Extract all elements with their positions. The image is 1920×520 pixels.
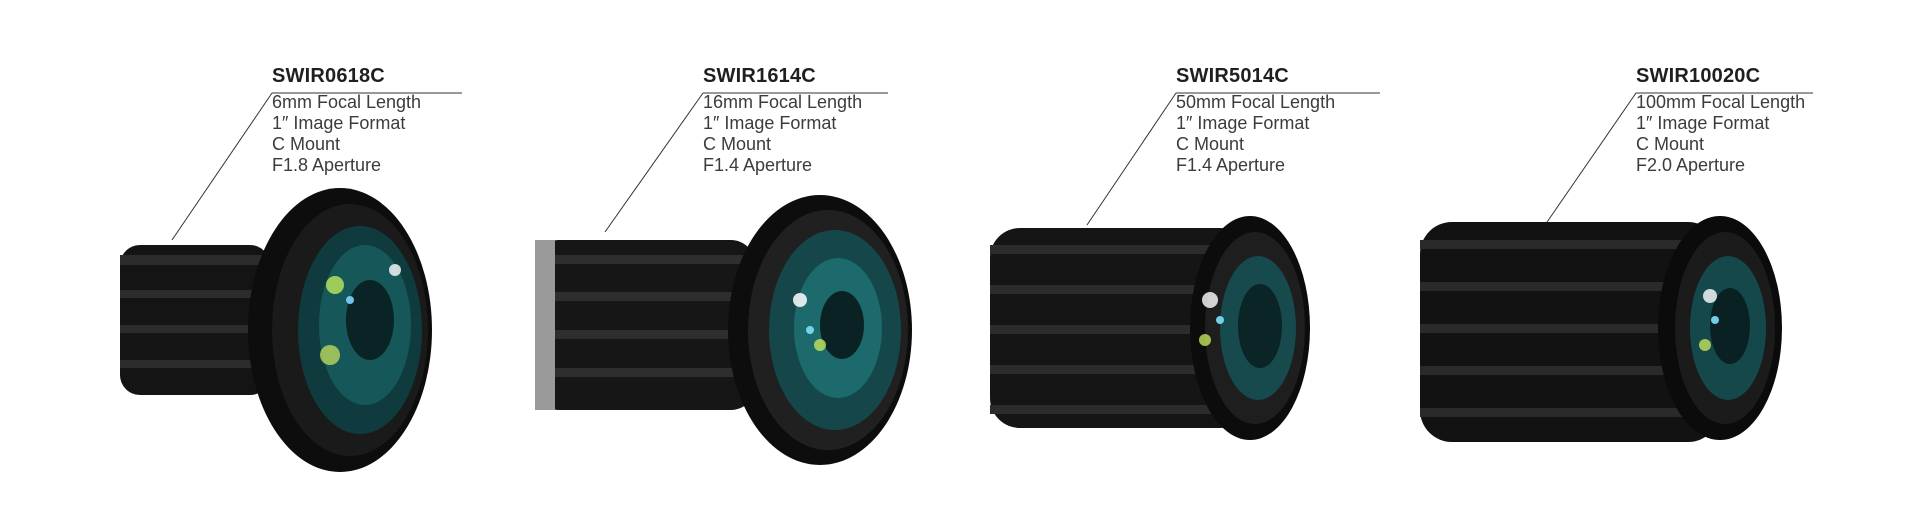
spec-block: SWIR0618C 6mm Focal Length 1″ Image Form… bbox=[272, 64, 421, 176]
image-format: 1″ Image Format bbox=[1176, 113, 1310, 133]
spec-block: SWIR10020C 100mm Focal Length 1″ Image F… bbox=[1636, 64, 1805, 176]
model-name: SWIR5014C bbox=[1176, 65, 1289, 87]
lens-card-swir0618c: SWIR0618C 6mm Focal Length 1″ Image Form… bbox=[0, 0, 480, 520]
lens-image-swir10020c bbox=[1420, 92, 1813, 442]
lens-card-swir5014c: SWIR5014C 50mm Focal Length 1″ Image For… bbox=[980, 0, 1460, 520]
image-format: 1″ Image Format bbox=[1636, 113, 1770, 133]
spec-block: SWIR5014C 50mm Focal Length 1″ Image For… bbox=[1176, 64, 1335, 176]
aperture: F1.4 Aperture bbox=[703, 155, 813, 175]
mount-type: C Mount bbox=[703, 134, 772, 154]
model-name: SWIR10020C bbox=[1636, 65, 1761, 87]
mount-type: C Mount bbox=[1176, 134, 1245, 154]
aperture: F2.0 Aperture bbox=[1636, 155, 1746, 175]
focal-length: 16mm Focal Length bbox=[703, 92, 863, 112]
image-format: 1″ Image Format bbox=[703, 113, 837, 133]
mount-type: C Mount bbox=[272, 134, 341, 154]
lens-image-swir5014c bbox=[990, 92, 1380, 440]
aperture: F1.4 Aperture bbox=[1176, 155, 1286, 175]
aperture: F1.8 Aperture bbox=[272, 155, 382, 175]
focal-length: 100mm Focal Length bbox=[1636, 92, 1806, 112]
mount-type: C Mount bbox=[1636, 134, 1705, 154]
lens-image-swir0618c bbox=[120, 92, 462, 472]
model-name: SWIR1614C bbox=[703, 65, 816, 87]
spec-block: SWIR1614C 16mm Focal Length 1″ Image For… bbox=[703, 64, 862, 176]
model-name: SWIR0618C bbox=[272, 65, 385, 87]
focal-length: 50mm Focal Length bbox=[1176, 92, 1336, 112]
lens-card-swir1614c: SWIR1614C 16mm Focal Length 1″ Image For… bbox=[520, 0, 1000, 520]
lens-image-swir1614c bbox=[535, 92, 912, 465]
image-format: 1″ Image Format bbox=[272, 113, 406, 133]
focal-length: 6mm Focal Length bbox=[272, 92, 422, 112]
lens-card-swir10020c: SWIR10020C 100mm Focal Length 1″ Image F… bbox=[1420, 0, 1900, 520]
